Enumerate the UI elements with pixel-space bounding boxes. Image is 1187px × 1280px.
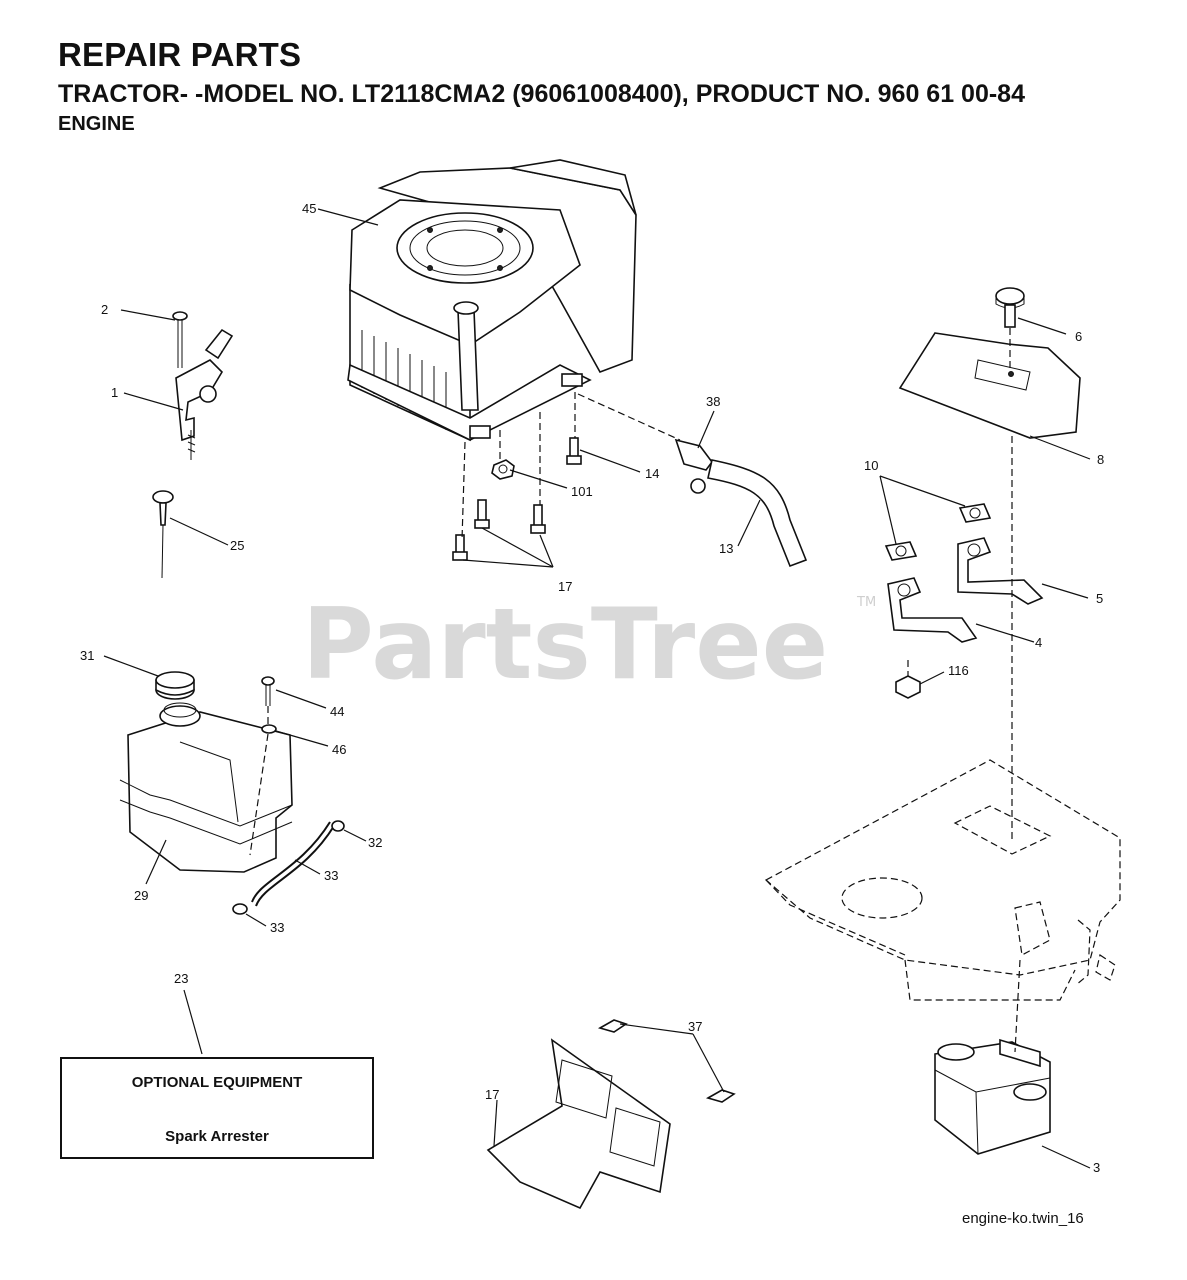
callout-33-lower: 33 [270, 920, 284, 935]
fuel-line-part[interactable] [251, 821, 335, 907]
screw-2-part[interactable] [172, 311, 188, 368]
nut-101-part[interactable] [491, 459, 515, 480]
callout-4: 3 [1093, 1160, 1100, 1175]
muffler-part[interactable] [934, 1038, 1051, 1155]
watermark-text: PartsTree [302, 588, 828, 702]
throttle-control-part[interactable] [175, 328, 234, 460]
callout-101: 101 [571, 484, 593, 499]
callout-44: 44 [330, 704, 344, 719]
callout-116: 116 [948, 663, 969, 678]
callout-33-upper: 32 [368, 835, 382, 850]
optional-equipment-title: OPTIONAL EQUIPMENT [131, 1074, 303, 1091]
callout-45: 37 [688, 1019, 702, 1034]
fuel-cap-part[interactable] [155, 671, 195, 700]
leader-lines [103, 208, 1091, 1169]
choke-cable-part[interactable] [152, 490, 174, 579]
page-title: REPAIR PARTS [58, 36, 302, 73]
callout-17-lower: 17 [558, 579, 572, 594]
section-title: ENGINE [58, 113, 135, 135]
watermark-trademark: TM [856, 595, 876, 610]
callout-10: 8 [1097, 452, 1104, 467]
heat-shield-part[interactable] [898, 332, 1081, 439]
drain-valve-part[interactable] [674, 438, 713, 494]
screw-44-part[interactable] [261, 676, 275, 706]
chassis-frame-part [764, 759, 1121, 1001]
callout-32: 31 [80, 648, 94, 663]
model-subtitle: TRACTOR- -MODEL NO. LT2118CMA2 (96061008… [58, 80, 1025, 108]
knob-part[interactable] [995, 287, 1025, 328]
callout-5: 4 [1035, 635, 1042, 650]
callout-31: 29 [134, 888, 148, 903]
gasket-part[interactable] [884, 503, 992, 561]
oil-drain-hose-part[interactable] [707, 459, 808, 568]
exhaust-pipe-left-part[interactable] [887, 577, 978, 643]
washer-46-part[interactable] [261, 724, 277, 734]
callout-3: 45 [302, 201, 316, 216]
optional-equipment-box: OPTIONAL EQUIPMENT Spark Arrester [60, 1057, 374, 1159]
callout-2: 2 [101, 302, 108, 317]
assembly-guide-lines [249, 328, 1021, 1053]
callout-29: 23 [174, 971, 188, 986]
callout-25: 25 [230, 538, 244, 553]
optional-equipment-item: Spark Arrester [165, 1128, 269, 1145]
fuel-tank-part[interactable] [119, 702, 293, 873]
callout-23: 17 [485, 1087, 499, 1102]
callout-13: 10 [864, 458, 878, 473]
callout-38: 38 [706, 394, 720, 409]
bolt-17-part[interactable] [452, 437, 582, 561]
muffler-guard-part[interactable] [486, 1038, 671, 1210]
callout-6: 5 [1096, 591, 1103, 606]
callout-labels: 45 2 1 6 8 10 38 13 14 101 17 25 5 4 116… [80, 201, 1104, 1175]
callout-14: 13 [719, 541, 733, 556]
figure-reference: engine-ko.twin_16 [962, 1210, 1084, 1227]
exhaust-pipe-right-part[interactable] [957, 537, 1044, 605]
callout-8: 6 [1075, 329, 1082, 344]
nut-116-part[interactable] [895, 675, 921, 699]
clamp-33-part[interactable] [232, 820, 345, 915]
callout-17-upper: 14 [645, 466, 659, 481]
callout-46: 46 [332, 742, 346, 757]
engine-part[interactable] [347, 159, 637, 442]
screw-45-part[interactable] [597, 1019, 736, 1103]
callout-1: 1 [111, 385, 118, 400]
callout-37: 33 [324, 868, 338, 883]
